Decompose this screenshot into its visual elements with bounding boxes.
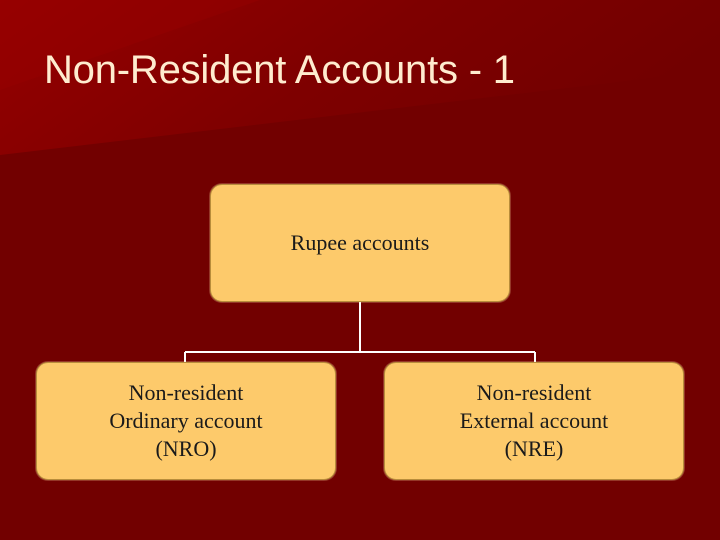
node-nre-line-3: (NRE) xyxy=(504,436,564,461)
node-nre-line-2: External account xyxy=(459,408,609,433)
node-rupee-accounts-label: Rupee accounts xyxy=(290,230,430,255)
node-nro-line-1: Non-resident xyxy=(128,380,244,405)
node-nro-line-2: Ordinary account xyxy=(109,408,263,433)
node-nre-account: Non-resident External account (NRE) xyxy=(384,362,684,480)
node-nre-line-1: Non-resident xyxy=(476,380,592,405)
node-rupee-accounts: Rupee accounts xyxy=(210,184,510,302)
node-nre-account-label: Non-resident External account (NRE) xyxy=(460,379,608,463)
node-nro-line-3: (NRO) xyxy=(155,436,217,461)
node-nro-account: Non-resident Ordinary account (NRO) xyxy=(36,362,336,480)
node-nro-account-label: Non-resident Ordinary account (NRO) xyxy=(109,379,262,463)
slide-title: Non-Resident Accounts - 1 xyxy=(44,48,515,92)
